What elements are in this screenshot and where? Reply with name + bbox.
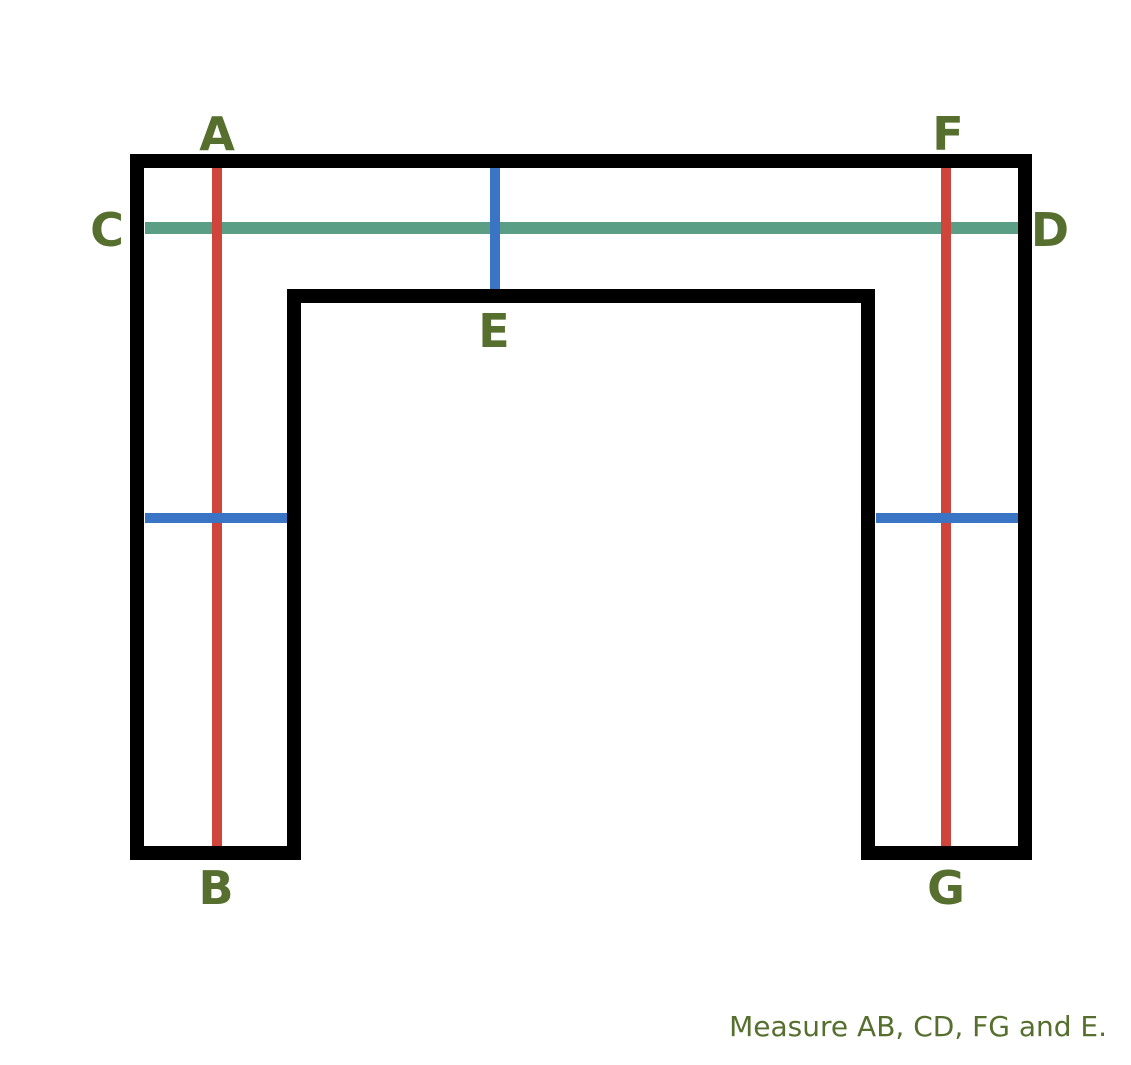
label-c: C [90, 203, 124, 257]
label-e: E [478, 304, 509, 358]
label-g: G [927, 861, 965, 915]
label-b: B [198, 861, 233, 915]
label-d: D [1031, 203, 1069, 257]
u-shape-outline [130, 154, 1032, 860]
instruction-caption: Measure AB, CD, FG and E. [729, 1010, 1107, 1043]
label-a: A [199, 107, 235, 161]
label-f: F [932, 107, 963, 161]
